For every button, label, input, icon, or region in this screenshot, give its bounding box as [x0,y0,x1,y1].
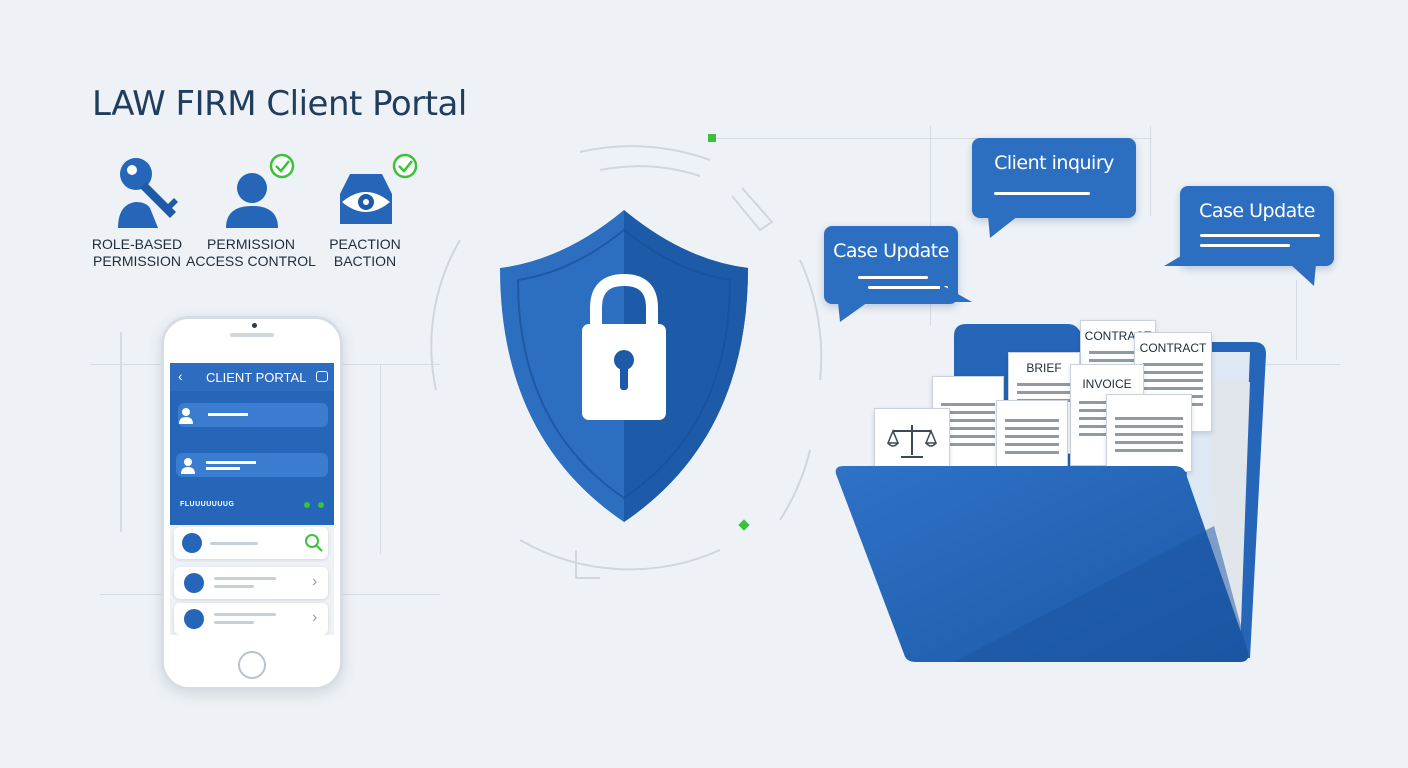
scales-of-justice-icon [887,425,937,458]
row-bar [214,585,254,588]
bubble-line [1200,244,1290,247]
bubble-line [994,192,1090,195]
phone-hero-panel: FLUUUUUUUG [170,391,334,525]
user-avatar-icon [182,533,202,553]
phone-screen: FLUUUUUUUG ‹ CLIENT PORTAL › [170,363,334,635]
document-label: BRIEF [1026,361,1062,375]
list-item[interactable]: › [174,603,328,635]
bubble-line [868,286,948,289]
row-bar [214,613,276,616]
chevron-right-icon: › [312,609,318,626]
padlock-icon [582,273,666,420]
bg-grid-line [120,332,122,532]
eye-icon [340,153,418,224]
bubble-line [858,276,928,279]
user-entry[interactable] [176,453,328,477]
bubble-text: Client inquiry [994,152,1114,174]
phone-header: ‹ CLIENT PORTAL [170,363,334,391]
check-circle-icon [269,153,295,179]
client-inquiry-bubble: Client inquiry [972,138,1136,218]
user-entry[interactable] [178,403,328,427]
user-icon [178,455,198,475]
phone-header-title: CLIENT PORTAL [206,370,307,385]
entry-bar [208,413,248,416]
row-bar [210,542,258,545]
phone-camera [252,323,257,328]
bubble-text: Case Update [833,240,949,262]
search-icon[interactable] [304,533,324,553]
bubble-tail [1290,264,1316,286]
entry-bar [206,467,240,470]
orbit-arcs [430,145,823,579]
case-update-right-bubble: Case Update [1180,186,1334,266]
chat-icon[interactable] [316,371,328,382]
bg-grid-line [1150,126,1151,216]
folder-front [835,466,1249,662]
security-shield-icon [500,210,748,522]
row-bar [214,621,254,624]
document-page [874,408,950,472]
search-row[interactable] [174,527,328,559]
bubble-text: Case Update [1199,200,1315,222]
document-label: INVOICE [1082,377,1132,391]
section-label: FLUUUUUUUG [180,501,235,508]
bubble-tail [1164,246,1198,266]
page-title: LAW FIRM Client Portal [92,84,467,124]
phone-speaker [230,333,274,337]
bubble-line [1200,234,1320,237]
user-avatar-icon [184,573,204,593]
back-icon[interactable]: ‹ [178,368,183,384]
bubble-tail [940,284,972,302]
status-dot [304,502,310,508]
check-circle-icon [392,153,418,179]
user-icon [226,153,295,228]
bg-grid-line [712,138,1152,139]
key-user-icon [118,158,178,228]
user-icon [176,405,196,425]
list-item[interactable]: › [174,567,328,599]
phone-mockup: FLUUUUUUUG ‹ CLIENT PORTAL › [161,316,343,690]
home-button[interactable] [238,651,266,679]
entry-bar [206,461,256,464]
case-update-left-bubble: Case Update [824,226,958,304]
document-label: CONTRACT [1139,341,1207,355]
user-avatar-icon [184,609,204,629]
status-dot [318,502,324,508]
green-accent-dot [708,134,716,142]
document-page [1106,394,1192,472]
document-page [996,400,1068,472]
bg-grid-line [380,364,381,554]
row-bar [214,577,276,580]
bubble-tail [988,216,1018,238]
bg-grid-line [1296,280,1297,360]
chevron-right-icon: › [312,573,318,590]
bubble-tail [838,302,868,322]
